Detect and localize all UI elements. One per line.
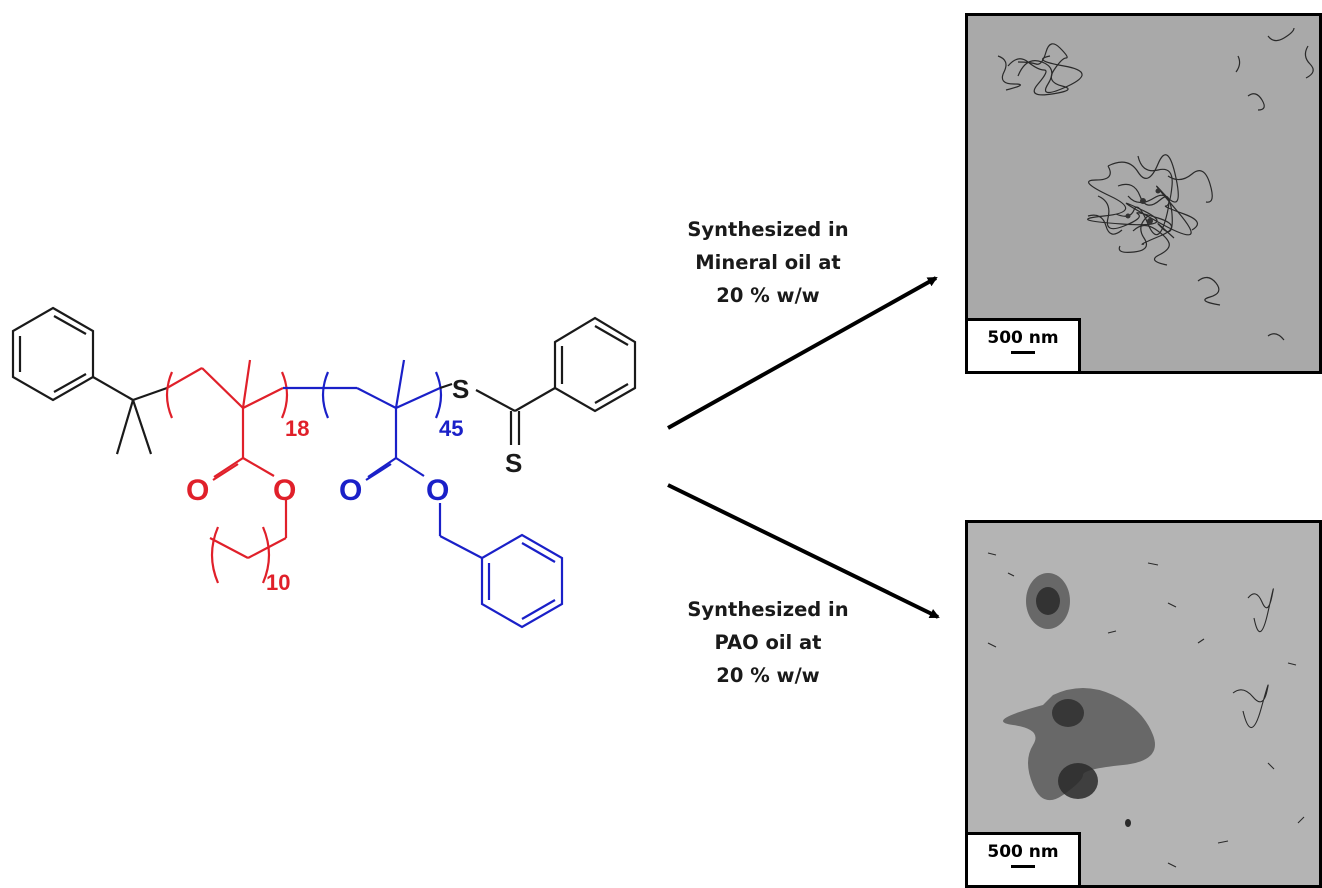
dithiobenzoate-group bbox=[439, 316, 637, 445]
scale-bar bbox=[1011, 351, 1035, 354]
condition-line-3: 20 % w/w bbox=[716, 284, 820, 307]
condition-line-1: Synthesized in bbox=[687, 218, 849, 241]
spherical-aggregates bbox=[987, 552, 1305, 868]
scale-bar-box: 500 nm bbox=[968, 832, 1081, 885]
atom-o-red-ester: O bbox=[273, 474, 296, 507]
cumyl-group bbox=[92, 376, 168, 455]
atom-o-blue-ester: O bbox=[426, 474, 449, 507]
subscript-18: 18 bbox=[285, 416, 309, 441]
phenyl-ring-left bbox=[11, 306, 95, 402]
arrow-to-pao-oil bbox=[667, 483, 940, 619]
condition-line-3: 20 % w/w bbox=[716, 664, 820, 687]
atom-o-red-carbonyl: O bbox=[186, 474, 209, 507]
scale-bar-label: 500 nm bbox=[987, 328, 1059, 348]
subscript-45: 45 bbox=[439, 416, 463, 441]
condition-label-pao-oil: Synthesized in PAO oil at 20 % w/w bbox=[648, 593, 888, 692]
tem-micrograph-pao-oil: 500 nm bbox=[965, 520, 1322, 888]
condition-line-1: Synthesized in bbox=[687, 598, 849, 621]
tem-micrograph-mineral-oil: 500 nm bbox=[965, 13, 1322, 374]
scale-bar bbox=[1011, 865, 1035, 868]
arrow-to-mineral-oil bbox=[667, 276, 938, 430]
condition-line-2: PAO oil at bbox=[714, 631, 822, 654]
scale-bar-label: 500 nm bbox=[987, 842, 1059, 862]
worm-aggregates bbox=[997, 27, 1314, 341]
atom-s-thio: S bbox=[452, 374, 469, 404]
condition-line-2: Mineral oil at bbox=[695, 251, 841, 274]
red-block bbox=[165, 359, 289, 584]
condition-label-mineral-oil: Synthesized in Mineral oil at 20 % w/w bbox=[648, 213, 888, 312]
atom-s-thione: S bbox=[505, 448, 522, 478]
scale-bar-box: 500 nm bbox=[968, 318, 1081, 371]
subscript-10: 10 bbox=[266, 570, 290, 595]
blue-block bbox=[283, 359, 564, 629]
atom-o-blue-carbonyl: O bbox=[339, 474, 362, 507]
